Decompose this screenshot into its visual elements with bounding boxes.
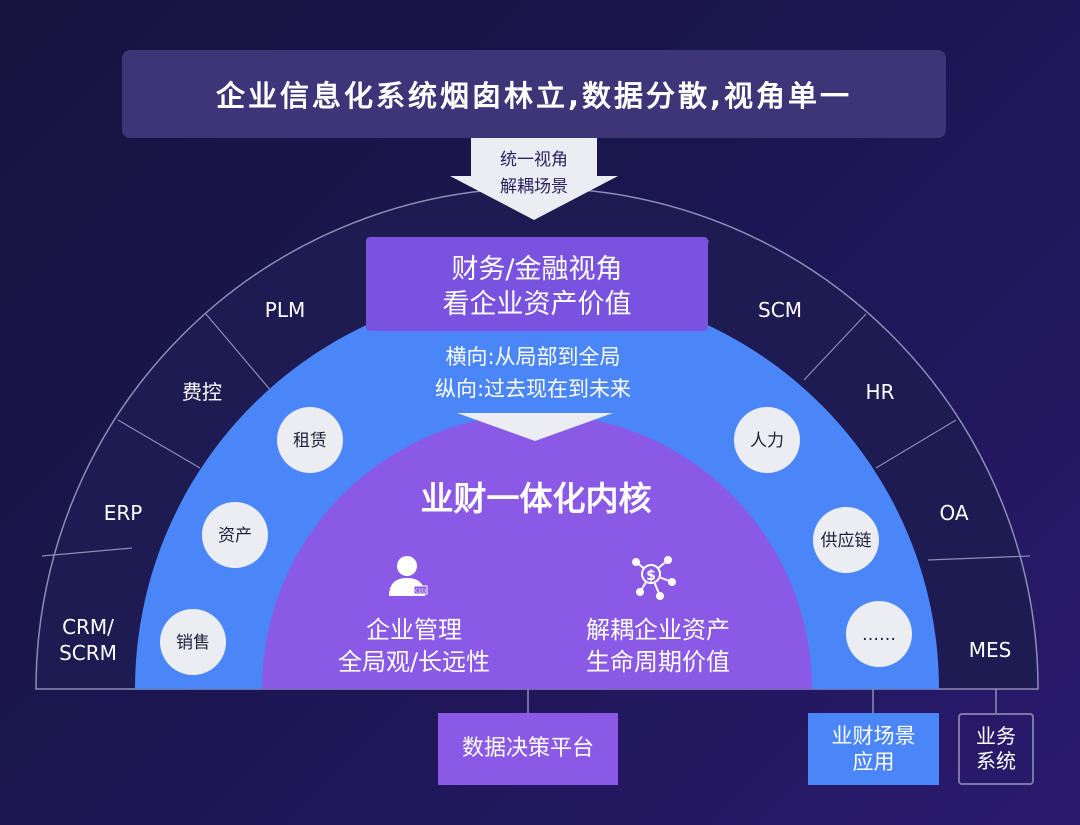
finance-box-line1: 财务/金融视角 [451, 254, 622, 285]
core-right-line1: 解耦企业资产 [586, 616, 730, 644]
dollar-network-icon [632, 556, 676, 600]
outer-system-label: PLM [265, 298, 305, 322]
scene-circle: 租赁 [277, 407, 343, 473]
scene-circle: 人力 [734, 407, 800, 473]
arrow-label-line1: 统一视角 [500, 150, 568, 170]
biz-line2: 系统 [976, 749, 1016, 773]
scene-circle-shape [734, 407, 800, 473]
business-finance-scene-box: 业财场景 应用 [808, 713, 939, 785]
scene-circle: 销售 [160, 609, 226, 675]
core-right-line2: 生命周期价值 [586, 648, 730, 676]
banner-text: 企业信息化系统烟囱林立,数据分散,视角单一 [215, 79, 853, 113]
scene-circle-label: 销售 [176, 633, 210, 653]
outer-system-label: HR [866, 380, 895, 404]
down-arrow-inner [457, 413, 613, 441]
dollar-glyph: $ [646, 568, 656, 584]
arrow-label-line2: 解耦场景 [500, 177, 568, 197]
biz-line1: 业务 [976, 724, 1016, 748]
scene-circle-label: 资产 [218, 526, 252, 546]
ceo-badge: CEO [415, 589, 426, 595]
scene-circle-shape [277, 407, 343, 473]
scene-circle-label: 供应链 [821, 531, 872, 551]
core-left-line2: 全局观/长远性 [338, 648, 490, 676]
outer-system-labels: CRM/SCRM ERP 费控 PLM SCM HR OA MES [59, 298, 1011, 665]
outer-system-label: CRM/SCRM [59, 615, 117, 665]
scene-circle-label: …… [862, 625, 896, 645]
decision-label: 数据决策平台 [461, 736, 594, 762]
perspective-line2: 纵向:过去现在到未来 [435, 377, 631, 401]
perspective-line1: 横向:从局部到全局 [445, 345, 620, 369]
core-title: 业财一体化内核 [421, 479, 652, 518]
outer-system-label: MES [969, 638, 1012, 662]
outer-system-label: 费控 [182, 380, 222, 404]
scene-circle-label: 人力 [750, 431, 784, 451]
outer-system-label: SCM [758, 298, 802, 322]
scene-line2: 应用 [852, 750, 895, 774]
ceo-person-icon [389, 556, 428, 596]
scene-circle: 供应链 [813, 507, 879, 573]
top-banner: 企业信息化系统烟囱林立,数据分散,视角单一 [122, 50, 946, 138]
scene-line1: 业财场景 [831, 723, 916, 748]
scene-circle-shape [160, 609, 226, 675]
segment-dividers [41, 239, 1031, 561]
scene-circle: 资产 [202, 502, 268, 568]
core-semicircle [262, 414, 812, 689]
scene-circle-shape [202, 502, 268, 568]
scene-circle-label: 租赁 [293, 431, 327, 451]
business-system-box: 业务 系统 [958, 713, 1034, 785]
data-decision-platform-box: 数据决策平台 [438, 713, 618, 785]
finance-box [366, 237, 708, 331]
scene-circle-shape [813, 507, 879, 573]
finance-box-line2: 看企业资产价值 [443, 289, 632, 320]
scene-circle-shape [846, 601, 912, 667]
outer-system-label: OA [939, 501, 968, 525]
core-left-line1: 企业管理 [366, 616, 462, 644]
scene-circle: …… [846, 601, 912, 667]
outer-system-label: ERP [104, 501, 143, 525]
down-arrow-top [450, 138, 618, 220]
